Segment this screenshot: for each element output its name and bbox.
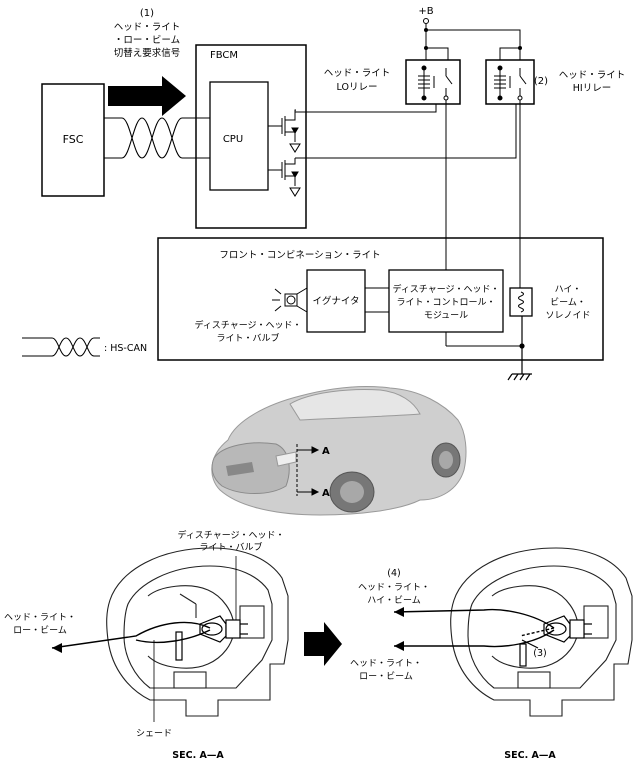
lo-relay-internals (418, 65, 453, 101)
discharge-bulb-label-2: ライト・バルブ (216, 332, 279, 344)
right-lo-label-1: ヘッド・ライト・ (350, 658, 422, 669)
left-bulb-assembly (199, 615, 248, 643)
discharge-bulb-symbol (272, 287, 308, 313)
signal-label: (1) ヘッド・ライト ・ロー・ビーム 切替え要求信号 (114, 8, 181, 59)
lo-relay-box (405, 59, 461, 105)
signal-number: (1) (140, 8, 154, 19)
right-number-4: (4) (387, 568, 400, 579)
discharge-control-label-2: ライト・コントロール・ (396, 297, 495, 308)
discharge-bulb-label-1: ディスチャージ・ヘッド・ (194, 319, 301, 331)
battery-label: +B (418, 6, 433, 17)
hscan-twisted-pair (104, 117, 210, 159)
front-combination-label: フロント・コンビネーション・ライト (219, 250, 380, 261)
discharge-control-label-3: モジュール (424, 311, 468, 321)
left-shade-label: シェード (136, 729, 172, 739)
solenoid-coil (518, 291, 524, 313)
signal-arrow (108, 76, 186, 116)
right-hi-label-2: ハイ・ビーム (367, 595, 421, 606)
right-high-beam-arrowhead (394, 607, 404, 617)
fsc-label: FSC (63, 133, 84, 146)
hi-relay-label-2: HIリレー (573, 83, 611, 94)
right-section-housing (450, 547, 633, 717)
relay-output-wires (445, 100, 521, 290)
car-illustration (211, 385, 467, 516)
signal-line3: 切替え要求信号 (114, 47, 181, 59)
right-lo-label-2: ロー・ビーム (359, 671, 413, 682)
right-low-beam-arrowhead (394, 641, 404, 651)
supply-wires (425, 24, 521, 64)
left-bulb-label-1: ディスチャージ・ヘッド・ (177, 529, 284, 541)
section-cut-line (296, 444, 320, 496)
discharge-control-label-1: ディスチャージ・ヘッド・ (392, 283, 499, 295)
ground-symbol (507, 316, 532, 381)
left-low-beam-rays (51, 621, 211, 649)
solenoid-label-3: ソレノイド (545, 311, 590, 321)
igniter-box (306, 269, 366, 333)
right-section-caption: SEC. A—A (504, 750, 556, 761)
left-beam-label-2: ロー・ビーム (13, 625, 67, 636)
transistor-hi (268, 158, 301, 197)
hi-relay-number: (2) (534, 76, 548, 87)
cpu-label: CPU (223, 134, 243, 145)
left-section-housing (106, 547, 289, 717)
right-shade-lowered (519, 639, 539, 667)
front-combination-box (157, 237, 604, 361)
fbcm-label: FBCM (210, 50, 238, 61)
hscan-legend-symbol (22, 337, 100, 357)
igniter-module-wires (365, 287, 522, 347)
solenoid-label-1: ハイ・ (555, 285, 582, 295)
left-section-caption: SEC. A—A (172, 750, 224, 761)
lo-relay-label-2: LOリレー (337, 82, 378, 93)
fsc-box (41, 83, 105, 197)
right-bulb-assembly (543, 615, 592, 643)
section-mark-bottom: A (322, 488, 330, 499)
igniter-label: イグナイタ (313, 295, 360, 307)
transistor-lo (268, 109, 301, 153)
right-high-beam-rays (393, 608, 555, 648)
left-low-beam-arrowhead (52, 643, 62, 653)
fbcm-box (195, 44, 307, 229)
right-hi-label-1: ヘッド・ライト・ (358, 582, 430, 593)
solenoid-box (509, 287, 533, 317)
section-mark-top: A (322, 446, 330, 457)
relay-control-wires (295, 96, 517, 159)
lo-relay-label-1: ヘッド・ライト (324, 68, 391, 79)
signal-line1: ヘッド・ライト (114, 22, 181, 33)
hi-relay-label-1: ヘッド・ライト (559, 70, 626, 81)
supply-nodes (424, 28, 522, 50)
battery-terminal (423, 18, 429, 24)
cpu-box (209, 81, 269, 191)
solenoid-label-2: ビーム・ (550, 297, 586, 308)
left-beam-label-1: ヘッド・ライト・ (4, 612, 76, 623)
signal-line2: ・ロー・ビーム (114, 35, 180, 46)
transition-arrow (304, 622, 342, 666)
left-shade (175, 631, 183, 661)
left-bulb-label-2: ライト・バルブ (199, 541, 262, 553)
hi-relay-internals (494, 65, 527, 101)
right-number-3: (3) (533, 648, 546, 659)
hscan-legend-label: : HS-CAN (104, 343, 147, 354)
